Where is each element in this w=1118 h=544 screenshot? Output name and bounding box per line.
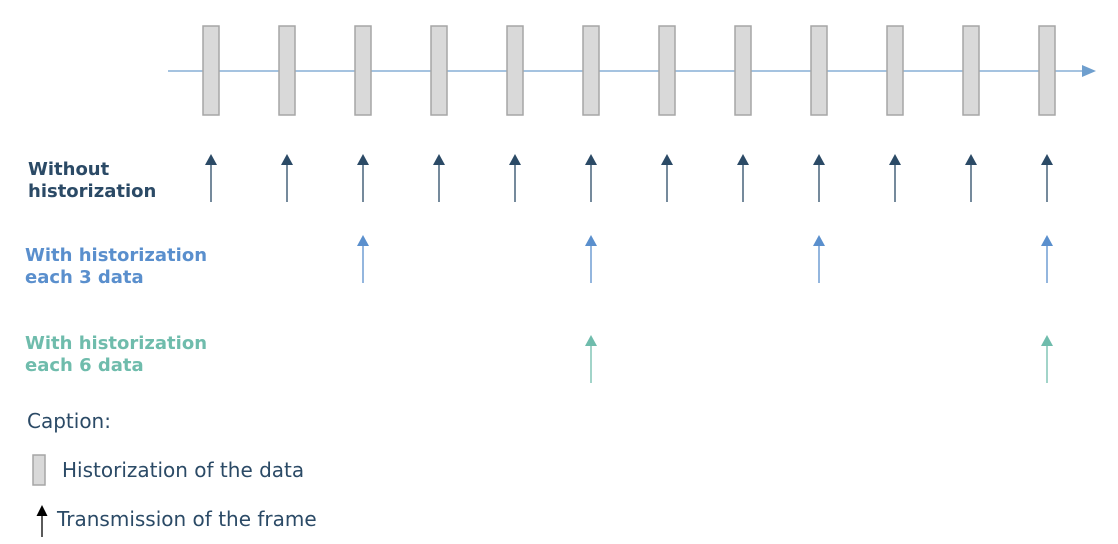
- transmission-arrow: [889, 154, 901, 202]
- transmission-arrow: [1041, 335, 1053, 383]
- row-label-line: Without: [28, 159, 110, 180]
- legend-historization-box: [32, 454, 46, 486]
- transmission-arrow: [737, 154, 749, 202]
- transmission-arrow: [1041, 235, 1053, 283]
- historization-box: [582, 25, 600, 116]
- transmission-arrow: [357, 235, 369, 283]
- historization-box: [810, 25, 828, 116]
- row-label-without-historization: Without historization: [28, 159, 156, 203]
- historization-box: [430, 25, 448, 116]
- historization-boxes: [202, 25, 1056, 116]
- historization-box: [506, 25, 524, 116]
- row-label-line: With historization: [25, 333, 208, 354]
- transmission-arrow: [1041, 154, 1053, 202]
- row-label-each-6-data: With historization each 6 data: [25, 333, 207, 377]
- caption-title: Caption:: [27, 409, 111, 433]
- historization-box: [1038, 25, 1056, 116]
- historization-box: [354, 25, 372, 116]
- transmission-arrow: [661, 154, 673, 202]
- row-label-line: historization: [28, 181, 157, 202]
- transmission-arrow: [357, 154, 369, 202]
- transmission-arrows: [205, 154, 1053, 383]
- transmission-arrow: [433, 154, 445, 202]
- historization-box: [886, 25, 904, 116]
- transmission-arrow: [281, 154, 293, 202]
- transmission-arrow: [585, 235, 597, 283]
- timeline: [168, 65, 1096, 77]
- legend-transmission-arrow: [36, 505, 48, 537]
- row-label-line: each 6 data: [25, 355, 144, 376]
- transmission-arrow: [509, 154, 521, 202]
- row-label-line: each 3 data: [25, 267, 144, 288]
- transmission-arrow: [813, 235, 825, 283]
- timeline-arrowhead: [1082, 65, 1096, 77]
- transmission-arrow: [813, 154, 825, 202]
- historization-box: [278, 25, 296, 116]
- caption-historization-label: Historization of the data: [62, 458, 305, 482]
- transmission-arrow: [205, 154, 217, 202]
- historization-box: [202, 25, 220, 116]
- historization-box: [658, 25, 676, 116]
- transmission-arrow: [585, 335, 597, 383]
- historization-box: [734, 25, 752, 116]
- transmission-arrow: [965, 154, 977, 202]
- row-label-line: With historization: [25, 245, 208, 266]
- caption-transmission-label: Transmission of the frame: [57, 507, 317, 531]
- caption-legend: [32, 454, 48, 537]
- historization-box: [962, 25, 980, 116]
- transmission-arrow: [585, 154, 597, 202]
- row-label-each-3-data: With historization each 3 data: [25, 245, 207, 289]
